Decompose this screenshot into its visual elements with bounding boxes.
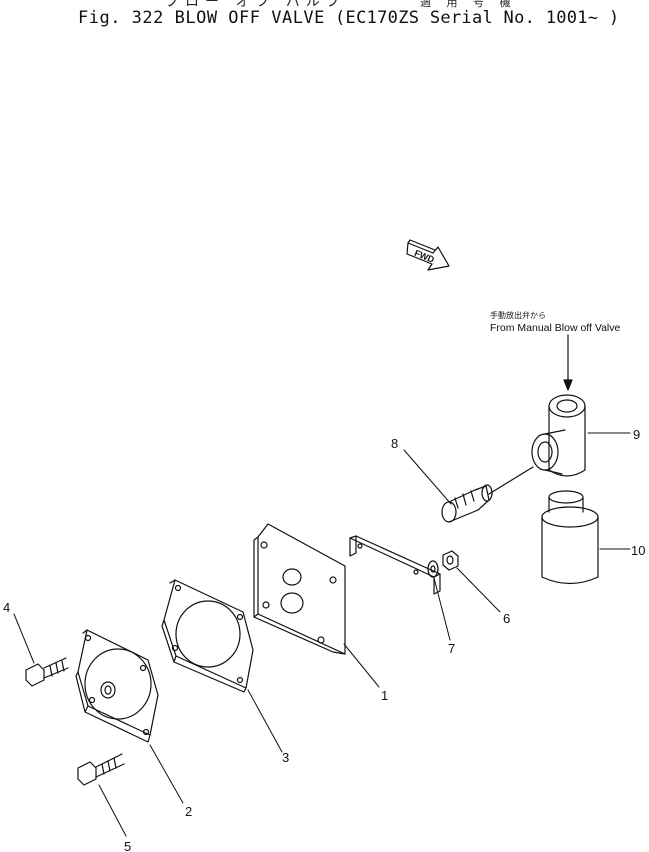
part-7-washer: [427, 560, 439, 578]
callout-10: 10: [631, 543, 645, 558]
callout-2: 2: [185, 804, 192, 819]
part-6-nut: [442, 550, 459, 571]
figure-title: Fig. 322 BLOW OFF VALVE: [78, 8, 325, 28]
part-4-bolt: [25, 657, 69, 687]
callout-1: 1: [381, 688, 388, 703]
part-8-nipple-fitting: [441, 484, 493, 523]
serial-range: (EC170ZS Serial No. 1001~ ): [335, 8, 620, 28]
part-2-cover: [75, 629, 159, 743]
callout-leaders: [13, 432, 631, 837]
callout-4: 4: [3, 600, 10, 615]
flow-arrow-icon: [563, 334, 573, 391]
callout-3: 3: [282, 750, 289, 765]
figure-header: ブロー オフ バルブ 適 用 号 機 Fig. 322 BLOW OFF VAL…: [0, 0, 649, 40]
part-1-valve-block: [253, 523, 346, 655]
callout-7: 7: [448, 641, 455, 656]
fwd-label: FWD: [413, 248, 436, 265]
mounting-bracket: [349, 535, 441, 595]
part-9-tee-fitting: [531, 394, 586, 477]
callout-9: 9: [633, 427, 640, 442]
annotation-english: From Manual Blow off Valve: [490, 322, 620, 334]
callout-5: 5: [124, 839, 131, 852]
title-japanese: ブロー オフ バルブ: [165, 0, 346, 10]
fwd-arrow-icon: [406, 239, 450, 271]
part-5-bolt: [77, 753, 125, 786]
serial-japanese: 適 用 号 機: [420, 0, 517, 9]
part-3-gasket: [161, 579, 254, 693]
annotation-japanese: 手動放出弁から: [490, 310, 546, 320]
callout-8: 8: [391, 436, 398, 451]
part-10-cylinder-body: [541, 490, 599, 585]
callout-6: 6: [503, 611, 510, 626]
